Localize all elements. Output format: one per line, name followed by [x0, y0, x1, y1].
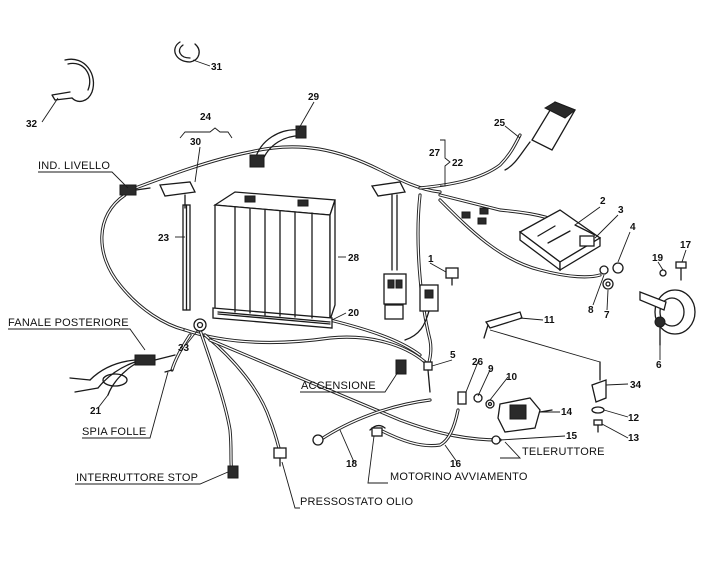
bracket-27: [370, 181, 406, 271]
callout-27: 27: [429, 148, 441, 159]
terminal-18: [312, 434, 324, 446]
strap-32: [51, 58, 95, 103]
nut-9: [473, 393, 483, 403]
oil-pressure-connector: [273, 447, 287, 467]
callout-7: 7: [604, 310, 610, 321]
battery-28: [212, 191, 336, 329]
callout-24: 24: [200, 112, 212, 123]
callout-32: 32: [26, 119, 38, 130]
callout-18: 18: [346, 459, 358, 470]
callout-33: 33: [178, 343, 190, 354]
callout-10: 10: [506, 372, 518, 383]
horn-6: [639, 289, 696, 346]
washer-19: [659, 269, 667, 277]
callout-5: 5: [450, 350, 456, 361]
hardware-4-7-8: [599, 262, 624, 290]
fuse-box: [383, 273, 439, 341]
label-fanale-posteriore: FANALE POSTERIORE: [8, 317, 129, 329]
leader-lines: [8, 59, 687, 509]
connector-29: [249, 125, 307, 168]
clip-31: [174, 41, 200, 63]
starter-motor-terminal: [369, 424, 386, 437]
neutral-light-connector: [164, 369, 173, 373]
bolt-5: [423, 361, 433, 393]
label-accensione: ACCENSIONE: [301, 380, 376, 392]
label-ind-livello: IND. LIVELLO: [38, 160, 110, 172]
vent-tube-23: [182, 204, 191, 311]
bolt-17: [675, 261, 687, 281]
callout-14: 14: [561, 407, 573, 418]
callout-19: 19: [652, 253, 664, 264]
component-labels: IND. LIVELLO FANALE POSTERIORE ACCENSION…: [8, 160, 605, 508]
label-interruttore-stop: INTERRUTTORE STOP: [76, 472, 198, 484]
connector-3: [579, 235, 595, 247]
level-indicator-connector: [119, 184, 151, 196]
callout-11: 11: [544, 315, 555, 326]
callout-17: 17: [680, 240, 692, 251]
ignition-switch-25: [504, 101, 576, 171]
wire-terminals: [461, 207, 489, 225]
main-harness: [100, 133, 602, 474]
washer-10: [485, 399, 495, 409]
callout-20: 20: [348, 308, 360, 319]
callout-31: 31: [211, 62, 223, 73]
callout-30: 30: [190, 137, 202, 148]
callout-6: 6: [656, 360, 662, 371]
label-motorino-avviamento: MOTORINO AVVIAMENTO: [390, 471, 528, 483]
terminal-26: [457, 391, 467, 405]
callout-15: 15: [566, 431, 578, 442]
label-pressostato-olio: PRESSOSTATO OLIO: [300, 496, 413, 508]
stop-switch-connector: [227, 465, 239, 479]
callout-8: 8: [588, 305, 594, 316]
callout-1: 1: [428, 254, 434, 265]
label-teleruttore: TELERUTTORE: [522, 446, 605, 458]
starter-relay-14: [497, 397, 553, 433]
terminal-15: [491, 435, 501, 445]
callout-12: 12: [628, 413, 640, 424]
callout-25: 25: [494, 118, 506, 129]
grommet-33: [193, 318, 207, 332]
bracket-34: [591, 361, 607, 403]
callout-9: 9: [488, 364, 494, 375]
fuse-1: [445, 267, 459, 286]
callout-numbers: 1 2 3 4 5 6 7 8 9 10 11 12 13 14 15 16 1…: [26, 62, 692, 470]
callout-26: 26: [472, 357, 484, 368]
washer-12: [591, 406, 605, 414]
screw-13: [593, 419, 603, 433]
callout-13: 13: [628, 433, 640, 444]
callout-34: 34: [630, 380, 642, 391]
callout-23: 23: [158, 233, 170, 244]
tail-light-connector-21: [69, 354, 176, 396]
label-spia-folle: SPIA FOLLE: [82, 426, 146, 438]
callout-29: 29: [308, 92, 320, 103]
callout-4: 4: [630, 222, 636, 233]
bracket-30: [159, 181, 196, 209]
callout-21: 21: [90, 406, 102, 417]
callout-3: 3: [618, 205, 624, 216]
callout-16: 16: [450, 459, 462, 470]
ignition-connector: [395, 359, 407, 375]
callout-2: 2: [600, 196, 606, 207]
callout-28: 28: [348, 253, 360, 264]
callout-22: 22: [452, 158, 464, 169]
